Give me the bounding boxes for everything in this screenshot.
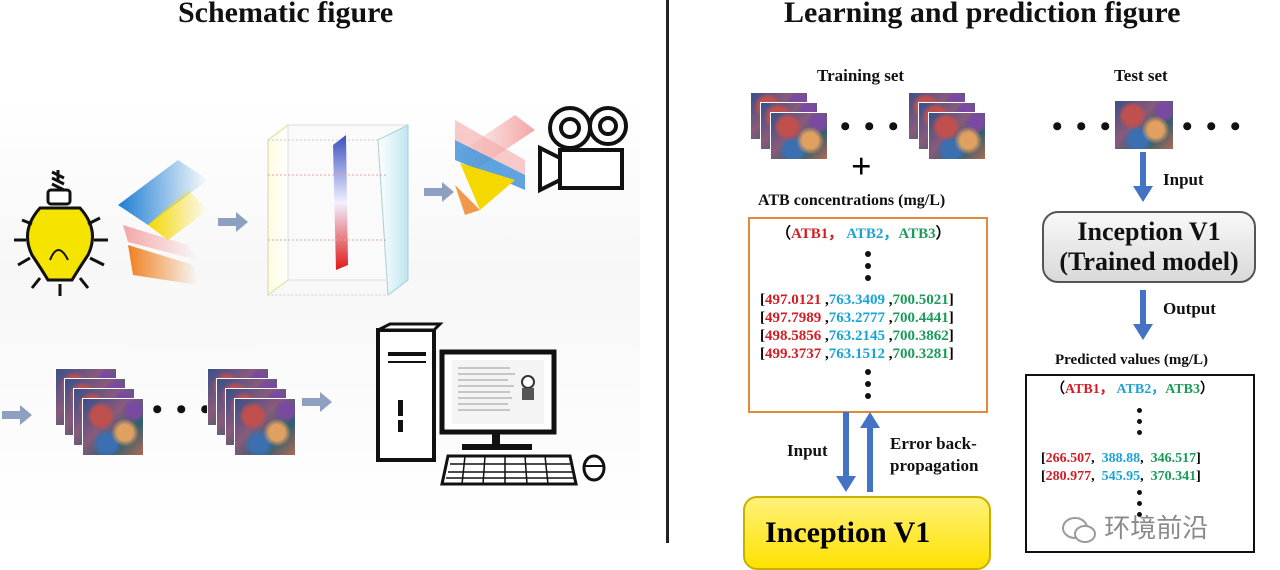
training-values-box: （ATB1， ATB2，ATB3） [497.0121 ,763.3409 ,7…	[748, 217, 988, 413]
training-image-stack	[908, 92, 998, 162]
table-row: [498.5856 ,763.2145 ,700.3862]	[760, 328, 954, 344]
atb-header: （ATB1， ATB2，ATB3）	[776, 226, 951, 242]
table-row: [499.3737 ,763.1512 ,700.3281]	[760, 346, 954, 362]
watermark: 环境前沿	[1062, 508, 1252, 544]
watermark-text: 环境前沿	[1104, 514, 1209, 544]
light-beam-prism	[455, 115, 535, 215]
training-image-stack	[750, 92, 840, 162]
table-row: [280.977, 545.95, 370.341]	[1041, 469, 1201, 484]
error-label-line2: propagation	[890, 456, 979, 475]
ellipsis: • • •	[152, 393, 214, 426]
predicted-values-label: Predicted values (mg/L)	[1055, 352, 1209, 368]
inception-model-label: Inception V1	[765, 516, 931, 549]
computer-icon	[376, 322, 606, 486]
table-row: [497.7989 ,763.2777 ,700.4441]	[760, 310, 954, 326]
schematic-title: Schematic figure	[178, 0, 394, 29]
predicted-header: （ATB1， ATB2，ATB3）	[1051, 382, 1214, 397]
plus-sign: +	[851, 146, 872, 186]
input-label-right: Input	[1163, 170, 1204, 189]
training-flow-arrows	[836, 412, 880, 492]
table-row: [266.507, 388.88, 346.517]	[1041, 451, 1201, 466]
output-label: Output	[1163, 299, 1216, 318]
atb-concentrations-label: ATB concentrations (mg/L)	[758, 192, 946, 209]
ellipsis: • • •	[1052, 110, 1114, 143]
input-label-left: Input	[787, 441, 828, 460]
ellipsis: • • •	[1182, 110, 1244, 143]
output-arrow-icon	[1133, 290, 1153, 340]
test-set-label: Test set	[1114, 66, 1168, 85]
sample-cuvette	[267, 124, 409, 296]
flow-arrow-icon	[2, 405, 32, 425]
panel-divider	[666, 0, 669, 543]
trained-model-line1: Inception V1	[1077, 217, 1221, 246]
inception-model-box: Inception V1	[743, 496, 991, 570]
video-camera-icon	[538, 106, 628, 194]
learning-title: Learning and prediction figure	[784, 0, 1181, 29]
wechat-icon	[1062, 516, 1096, 543]
flow-arrow-icon	[302, 392, 332, 412]
ellipsis: • • •	[840, 110, 902, 143]
training-set-label: Training set	[817, 66, 905, 85]
error-label-line1: Error back-	[890, 434, 977, 453]
predicted-rows: [266.507, 388.88, 346.517] [280.977, 545…	[1041, 450, 1201, 486]
flow-arrow-icon	[218, 212, 248, 232]
table-row: [497.0121 ,763.3409 ,700.5021]	[760, 292, 954, 308]
training-rows: [497.0121 ,763.3409 ,700.5021] [497.7989…	[760, 291, 954, 363]
trained-model-box: Inception V1 (Trained model)	[1042, 211, 1256, 283]
image-stack	[202, 368, 302, 468]
light-bulb-icon	[14, 170, 108, 296]
image-stack	[50, 368, 150, 468]
predicted-values-box: （ATB1， ATB2，ATB3） [266.507, 388.88, 346.…	[1025, 374, 1255, 553]
input-arrow-icon	[1133, 152, 1153, 202]
trained-model-line2: (Trained model)	[1059, 247, 1239, 276]
flow-arrow-icon	[424, 182, 454, 202]
test-image	[1114, 100, 1174, 150]
light-beam-prism	[118, 160, 208, 285]
